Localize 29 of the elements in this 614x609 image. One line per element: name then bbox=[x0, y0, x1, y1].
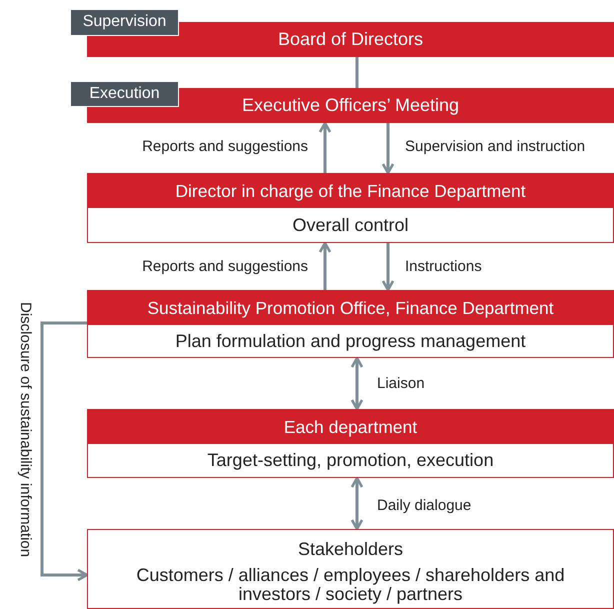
edge-label: Liaison bbox=[377, 375, 425, 393]
edge-label: Supervision and instruction bbox=[405, 138, 586, 156]
org-box bbox=[87, 409, 614, 478]
arrow bbox=[382, 123, 394, 174]
arrow bbox=[318, 122, 332, 173]
arrow bbox=[318, 242, 332, 290]
edge-label: Disclosure of sustainability information bbox=[16, 302, 34, 558]
box-title: Stakeholders bbox=[296, 538, 404, 560]
edge-label: Reports and suggestions bbox=[142, 138, 308, 156]
org-box bbox=[87, 173, 614, 243]
header-bar: Each department bbox=[88, 410, 613, 444]
edge-label: Daily dialogue bbox=[377, 497, 472, 515]
arrow bbox=[382, 243, 394, 292]
edge-label: Reports and suggestions bbox=[142, 258, 308, 276]
description-text: Plan formulation and progress management bbox=[174, 330, 527, 353]
edge-label: Instructions bbox=[405, 258, 482, 276]
arrow bbox=[350, 356, 364, 410]
description-text: Target-setting, promotion, execution bbox=[206, 449, 495, 472]
arrow bbox=[40, 322, 88, 582]
description-text: Overall control bbox=[291, 214, 410, 236]
org-box bbox=[87, 290, 614, 358]
description-text: Customers / alliances / employees / shareholders and investors / society / partners bbox=[135, 566, 566, 606]
header-bar: Director in charge of the Finance Department bbox=[88, 174, 613, 208]
header-bar: Sustainability Promotion Office, Finance Department bbox=[88, 291, 613, 325]
stakeholder-box bbox=[87, 529, 614, 609]
section-tag: Supervision bbox=[70, 9, 179, 36]
arrow bbox=[350, 476, 364, 530]
section-tag: Execution bbox=[70, 81, 179, 107]
connector-line bbox=[356, 57, 358, 88]
